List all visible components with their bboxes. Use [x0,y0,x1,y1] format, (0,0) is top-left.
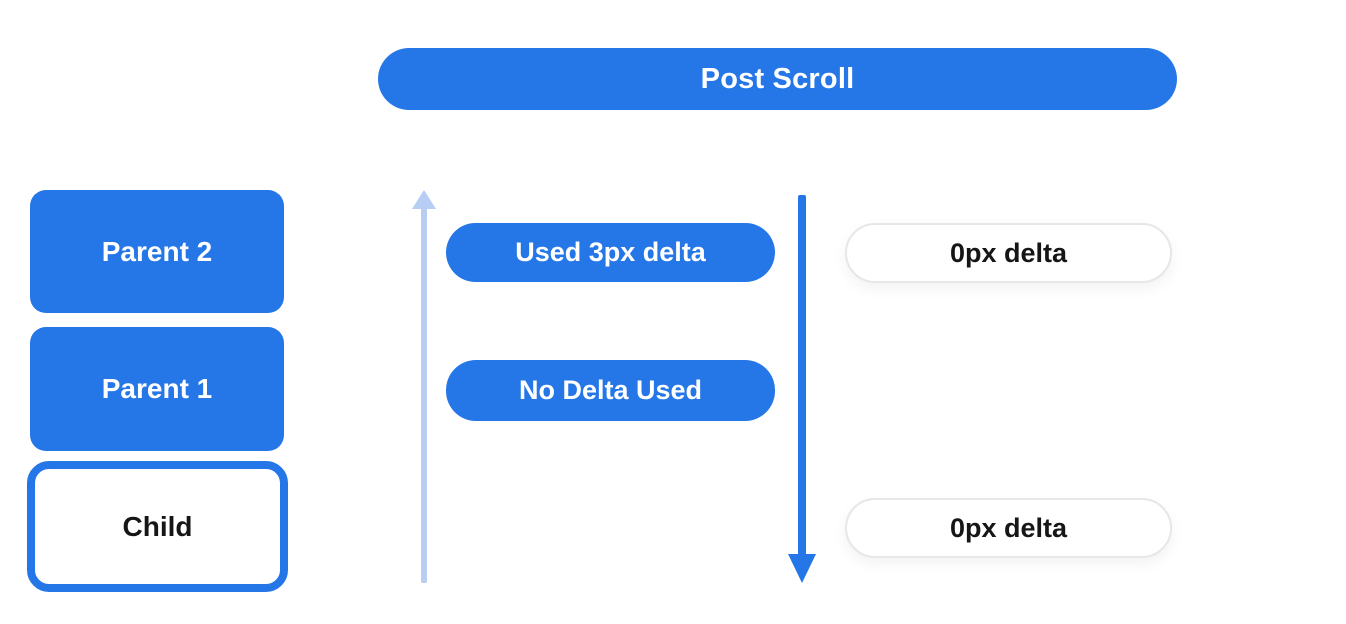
parent2-node-box: Parent 2 [30,190,284,313]
post-scroll-label: Post Scroll [700,62,855,95]
no-delta-pill: No Delta Used [446,360,775,421]
zero-delta-bottom-pill: 0px delta [845,498,1172,558]
post-scroll-header-pill: Post Scroll [378,48,1177,110]
down-arrow-icon [798,195,806,555]
used-delta-pill: Used 3px delta [446,223,775,282]
parent1-node-box: Parent 1 [30,327,284,451]
used-delta-label: Used 3px delta [515,237,706,267]
no-delta-label: No Delta Used [518,375,703,405]
parent1-label: Parent 1 [101,373,213,404]
zero-delta-bottom-label: 0px delta [949,512,1068,543]
zero-delta-top-pill: 0px delta [845,223,1172,283]
parent2-label: Parent 2 [101,235,213,267]
child-node-box: Child [27,461,288,592]
zero-delta-top-label: 0px delta [949,237,1068,268]
child-label: Child [122,510,193,542]
up-arrow-icon [421,208,427,583]
